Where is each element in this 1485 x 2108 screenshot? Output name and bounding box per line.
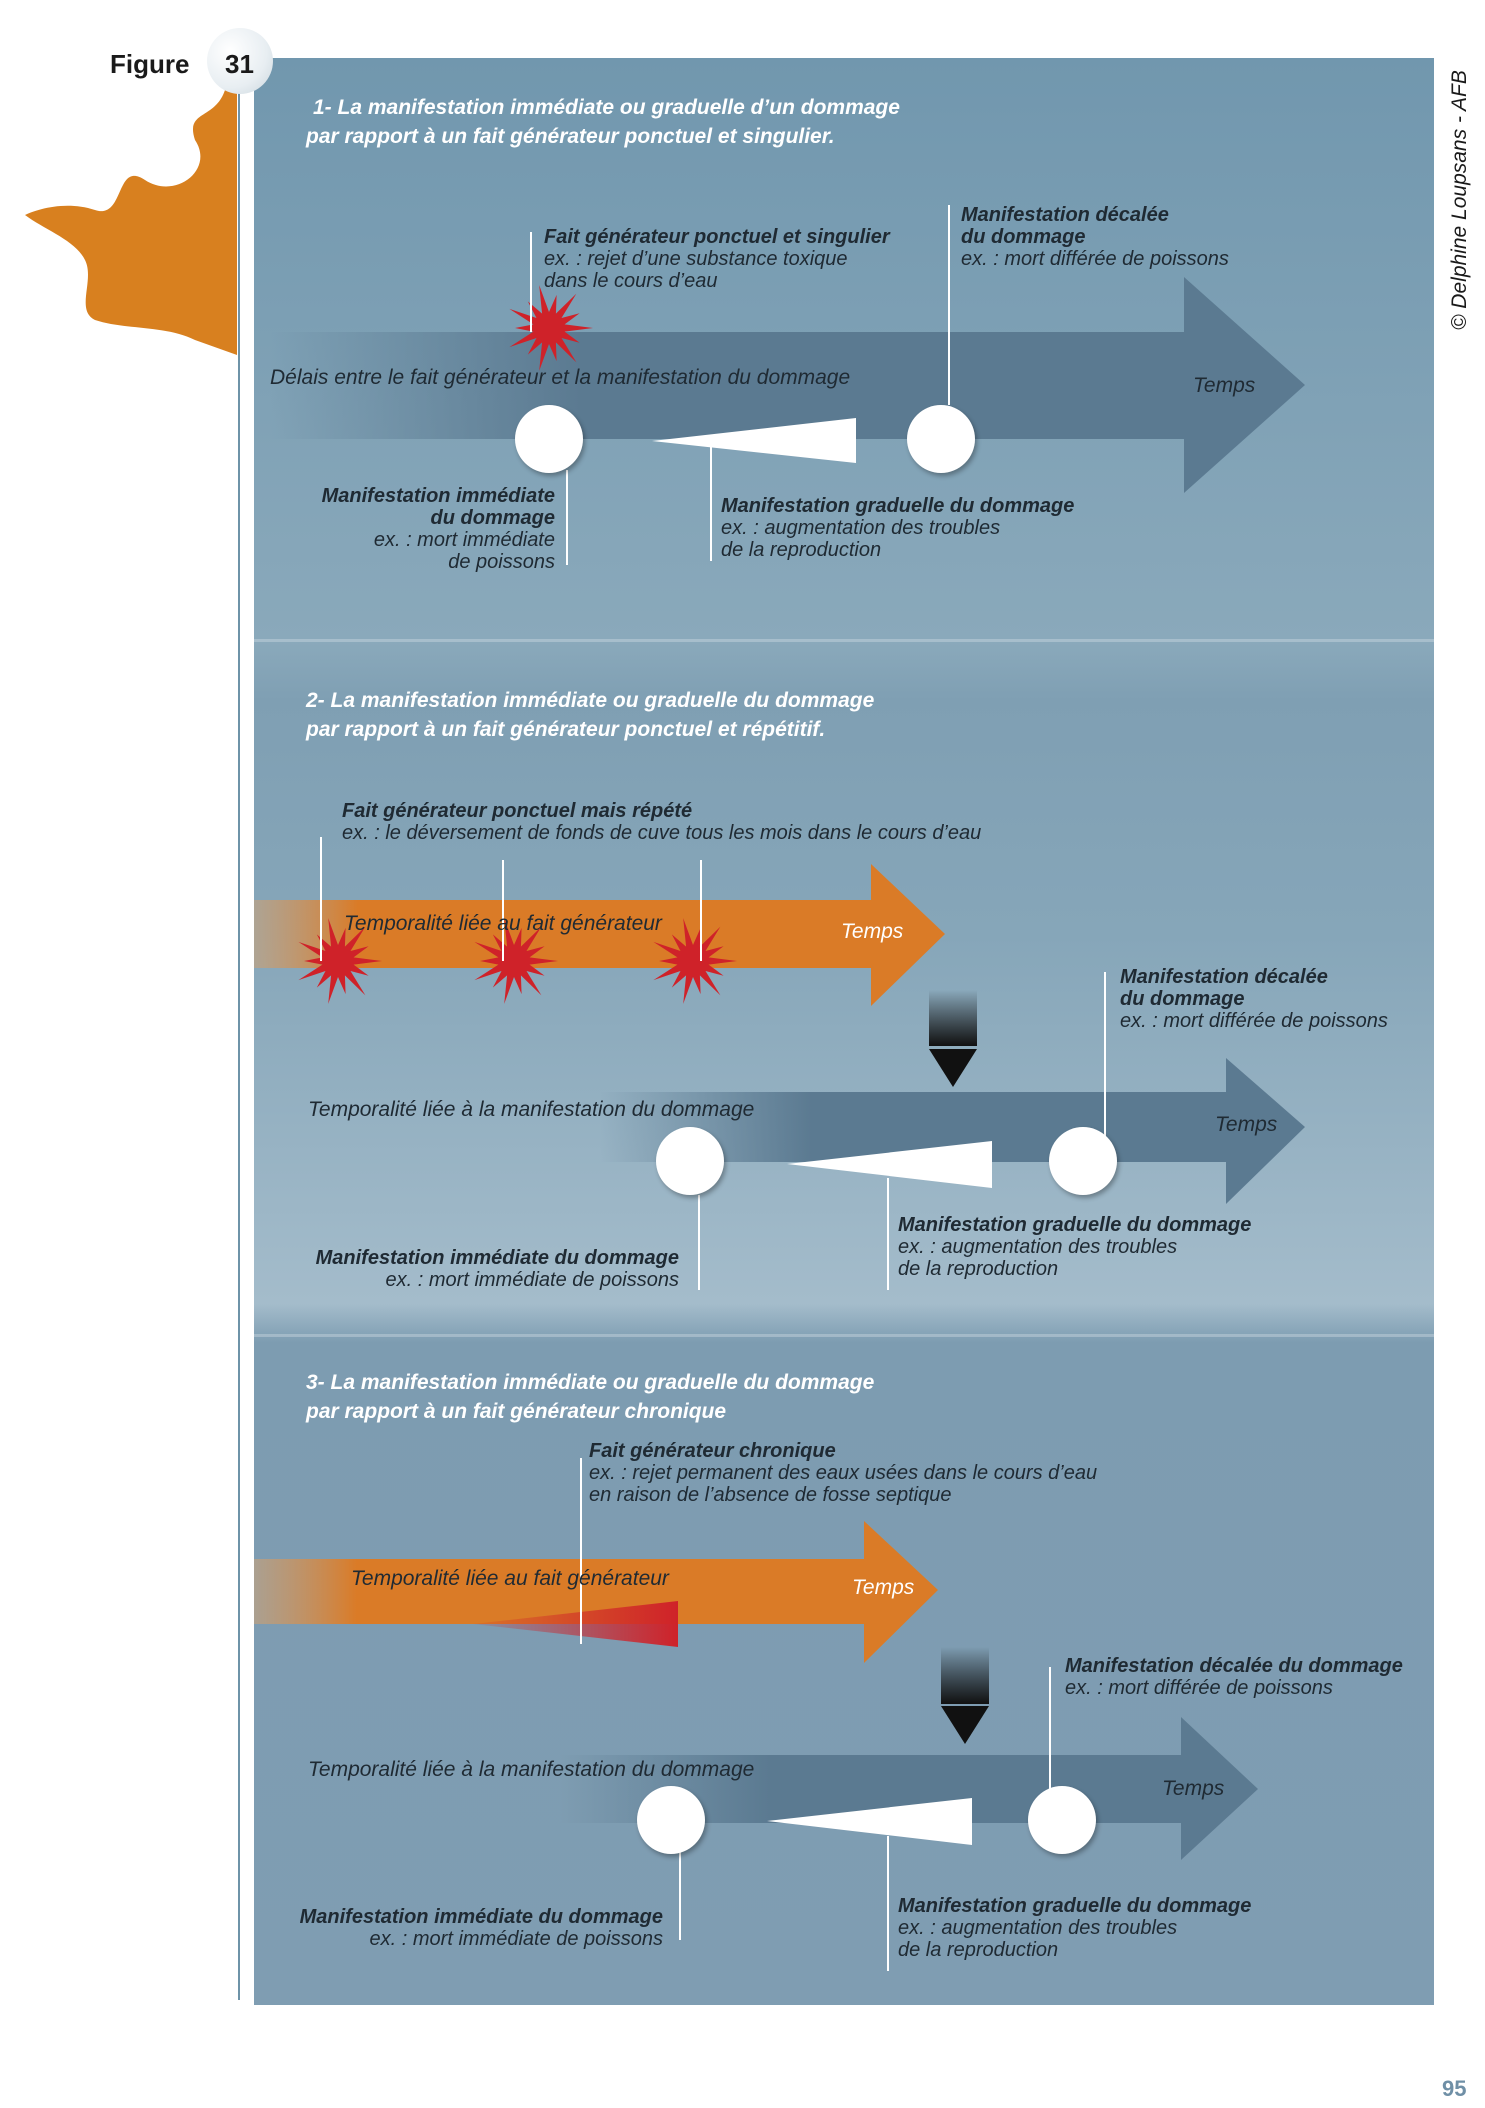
burst-event-icon: [298, 918, 382, 1004]
time-label: Temps: [1215, 1113, 1278, 1136]
immediate-damage-circle: [656, 1127, 724, 1195]
immediate-damage-circle: [515, 405, 583, 473]
leader-line: [710, 446, 712, 561]
leader-line: [320, 837, 322, 961]
arrow-label: Délais entre le fait générateur et la ma…: [270, 366, 851, 389]
orange-splash-decoration: [25, 90, 237, 355]
page-number: 95: [1442, 2076, 1467, 2101]
leader-line: [580, 1458, 582, 1644]
leader-line: [698, 1195, 700, 1290]
delayed-damage-circle: [907, 405, 975, 473]
down-arrow-shaft-2: [929, 990, 977, 1046]
section-divider: [254, 639, 1434, 642]
generator-arrow-2: [254, 864, 945, 1006]
leader-line: [700, 860, 702, 961]
figure-number: 31: [225, 49, 254, 79]
time-arrow-2: [600, 1058, 1305, 1204]
leader-line: [887, 1836, 889, 1971]
immediate-damage-circle: [637, 1786, 705, 1854]
burst-event-icon: [653, 918, 737, 1004]
arrow-label: Temporalité liée à la manifestation du d…: [308, 1098, 755, 1121]
leader-line: [1104, 972, 1106, 1142]
section-divider: [254, 1334, 1434, 1337]
leader-line: [948, 205, 950, 405]
time-label: Temps: [852, 1576, 915, 1599]
time-label: Temps: [1162, 1777, 1225, 1800]
generator-arrow-3: [254, 1521, 938, 1663]
time-label: Temps: [1193, 374, 1256, 397]
section-3-title: 3- La manifestation immédiate ou graduel…: [306, 1371, 875, 1423]
burst-event-icon: [474, 918, 558, 1004]
figure-label: Figure: [110, 49, 190, 79]
delayed-damage-circle: [1028, 1786, 1096, 1854]
section-1-title: 1- La manifestation immédiate ou graduel…: [306, 96, 900, 148]
chronic-red-wedge: [473, 1601, 678, 1647]
burst-event-icon: [509, 285, 593, 371]
leader-line: [679, 1852, 681, 1940]
leader-line: [530, 232, 532, 332]
down-arrow-head-2: [929, 1049, 977, 1087]
generator-arrow-label: Temporalité liée au fait générateur: [351, 1567, 669, 1590]
gradual-wedge-2: [787, 1141, 992, 1188]
down-arrow-head-3: [941, 1706, 989, 1744]
leader-line: [502, 860, 504, 961]
left-rule: [238, 80, 240, 2000]
figure-number-badge: [207, 28, 273, 94]
section-2-title: 2- La manifestation immédiate ou graduel…: [306, 689, 875, 741]
arrow-label: Temporalité liée à la manifestation du d…: [308, 1758, 755, 1781]
time-label: Temps: [841, 920, 904, 943]
time-arrow-3: [560, 1717, 1258, 1860]
gradual-wedge-1: [652, 418, 856, 463]
delayed-damage-circle: [1049, 1127, 1117, 1195]
leader-line: [887, 1178, 889, 1290]
leader-line: [1049, 1667, 1051, 1795]
leader-line: [566, 470, 568, 565]
gradual-wedge-3: [767, 1798, 972, 1845]
generator-arrow-label: Temporalité liée au fait générateur: [344, 912, 662, 935]
down-arrow-shaft-3: [941, 1647, 989, 1704]
